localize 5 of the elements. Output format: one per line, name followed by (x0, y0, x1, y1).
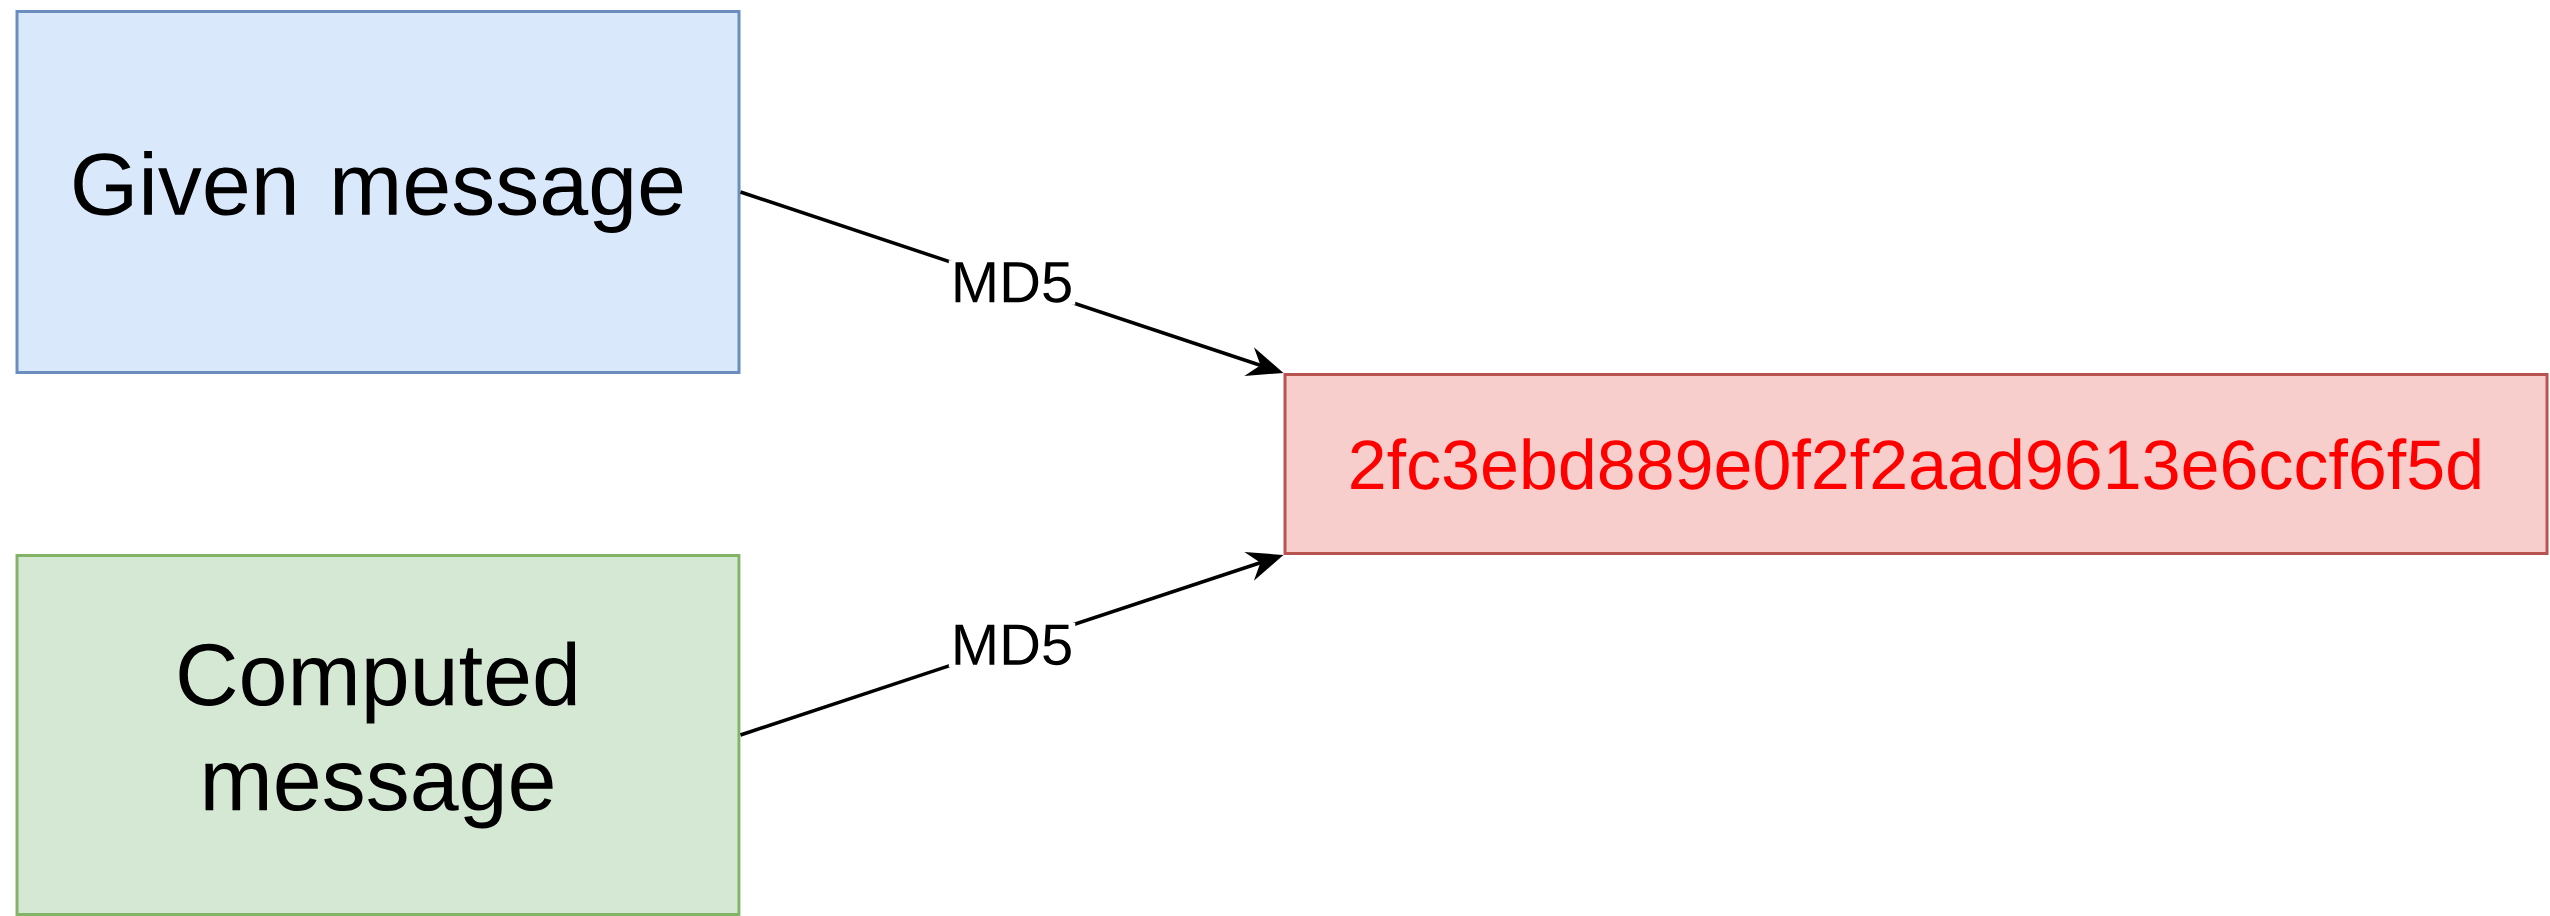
hash-box: 2fc3ebd889e0f2f2aad9613e6ccf6f5d (1283, 373, 2549, 555)
message-box: Given message (15, 10, 741, 374)
edge-label: MD5 (955, 624, 1071, 666)
edge-label: MD5 (955, 262, 1071, 303)
message-box: Computed message (15, 554, 741, 916)
